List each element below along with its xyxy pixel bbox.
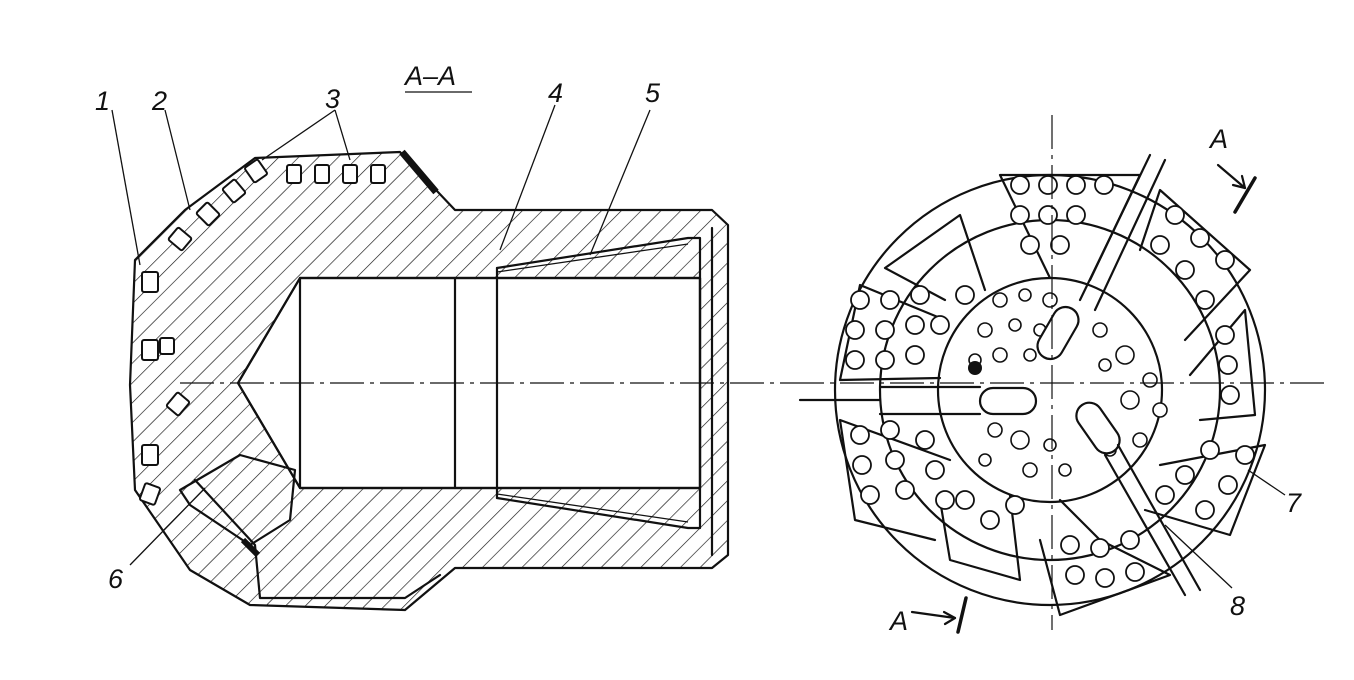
bit-body-section bbox=[128, 150, 730, 612]
section-marker-top: A bbox=[1208, 124, 1228, 154]
section-title: A–A bbox=[403, 61, 456, 91]
callout-4: 4 bbox=[548, 78, 563, 108]
callout-8: 8 bbox=[1230, 591, 1245, 621]
pdc-cutters-profile bbox=[138, 158, 386, 506]
leader-lines bbox=[111, 91, 1286, 589]
labels: A–A 1 2 3 4 5 6 7 8 A A bbox=[95, 61, 1302, 636]
pdc-cutters-face bbox=[845, 175, 1255, 588]
nozzles bbox=[798, 153, 1202, 597]
nozzle-passage bbox=[178, 453, 297, 547]
callout-3: 3 bbox=[325, 84, 340, 114]
section-marker-bottom: A bbox=[888, 606, 908, 636]
inner-bore bbox=[236, 276, 702, 490]
callout-2: 2 bbox=[151, 86, 167, 116]
callout-5: 5 bbox=[645, 78, 661, 108]
callout-7: 7 bbox=[1286, 488, 1302, 518]
callout-6: 6 bbox=[108, 564, 124, 594]
end-view bbox=[790, 115, 1330, 634]
callout-1: 1 bbox=[95, 86, 110, 116]
sectional-view bbox=[128, 149, 790, 612]
section-cut-markers bbox=[910, 163, 1257, 634]
